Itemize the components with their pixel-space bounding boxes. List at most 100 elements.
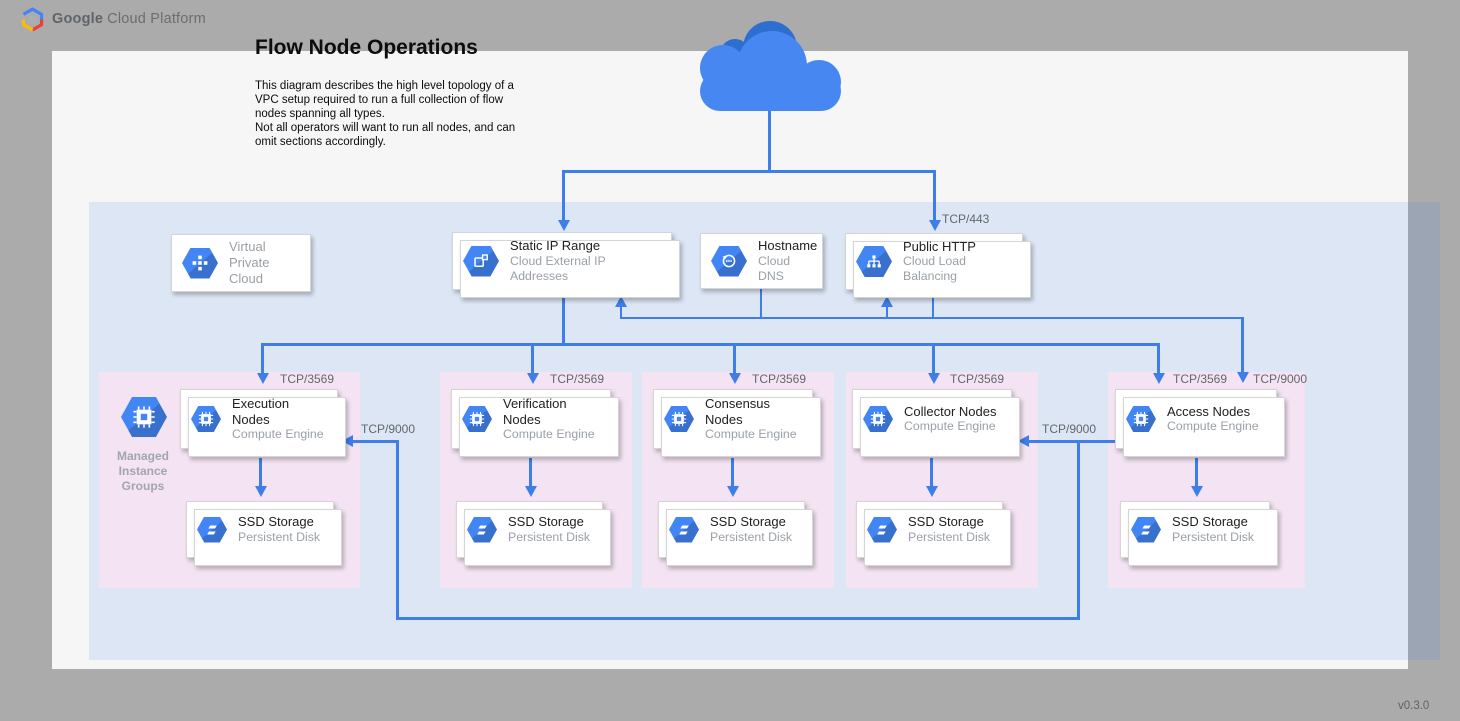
arrowhead-icon [342, 435, 353, 447]
brand-cloud-platform: Cloud Platform [107, 11, 206, 27]
card-title: Execution Nodes [232, 395, 290, 427]
element [867, 254, 881, 267]
element [872, 254, 876, 259]
element [1142, 525, 1151, 528]
element [722, 254, 736, 268]
element [722, 254, 736, 268]
element [877, 531, 886, 534]
card-title: Hostname [758, 238, 818, 254]
element [133, 406, 155, 428]
connector-line [562, 170, 936, 173]
card-title: SSD Storage [1172, 514, 1248, 530]
element [875, 416, 881, 422]
card-title: Consensus Nodes [705, 395, 771, 427]
managed-instance-groups-label: Managed Instance Groups [116, 449, 169, 493]
internet-cloud-icon [700, 21, 841, 111]
arrowhead-icon [558, 220, 570, 231]
element [867, 263, 881, 267]
element [21, 19, 34, 32]
card-subtitle: Compute Engine [503, 427, 595, 442]
element [728, 260, 730, 262]
element [31, 19, 44, 32]
persistent-disk-icon [467, 516, 497, 543]
card-title: SSD Storage [238, 514, 314, 530]
element [676, 416, 682, 422]
element [474, 257, 484, 267]
element [192, 255, 208, 271]
card-subtitle: Persistent Disk [1172, 529, 1255, 544]
persistent-disk-icon [1131, 516, 1161, 543]
page-title: Flow Node Operations [255, 36, 478, 59]
port-label-tcp9000-execution: TCP/9000 [361, 422, 416, 436]
arrowhead-icon [1237, 372, 1249, 383]
connector-line [1241, 317, 1244, 373]
compute-engine-icon [664, 406, 694, 432]
connector-line [1195, 458, 1198, 487]
element [469, 411, 485, 427]
element [198, 261, 202, 265]
element: Public HTTP Cloud Load Balancing [903, 239, 1012, 285]
version-label: v0.3.0 [1398, 700, 1430, 712]
connector-line [1077, 440, 1080, 620]
connector-line [932, 291, 934, 318]
arrowhead-icon [881, 296, 893, 307]
connector-line [768, 104, 771, 170]
element [877, 263, 881, 267]
cloud-dns-icon [711, 245, 747, 277]
element [877, 525, 887, 534]
port-label-tcp3569-collector: TCP/3569 [950, 372, 1005, 386]
element [679, 525, 689, 534]
connector-line [932, 343, 935, 374]
arrowhead-icon [1018, 435, 1029, 447]
vpc-icon [182, 247, 218, 279]
compute-engine-icon [1126, 406, 1156, 432]
connector-line [396, 440, 399, 620]
card-subtitle: Cloud Load Balancing [903, 254, 966, 284]
element [1141, 525, 1151, 534]
connector-line [1029, 440, 1116, 443]
element [1133, 411, 1149, 427]
card-subtitle: Cloud DNS [758, 253, 791, 283]
card-virtual-private-cloud: Virtual Private Cloud [171, 234, 311, 292]
element [478, 525, 487, 528]
element [679, 531, 688, 534]
connector-line [353, 440, 399, 443]
card-subtitle: Compute Engine [232, 427, 324, 442]
element [477, 525, 487, 534]
port-label-tcp443: TCP/443 [942, 212, 990, 226]
card-title: SSD Storage [710, 514, 786, 530]
element [203, 416, 209, 422]
card-title: SSD Storage [508, 514, 584, 530]
element [1133, 411, 1149, 427]
element [870, 411, 886, 427]
connector-line [261, 343, 1160, 346]
connector-line [261, 343, 264, 374]
element [730, 260, 732, 262]
element [133, 406, 155, 428]
element [198, 411, 214, 427]
connector-line [620, 306, 622, 318]
connector-line [886, 306, 888, 318]
element [868, 258, 880, 264]
port-label-tcp3569-verification: TCP/3569 [550, 372, 605, 386]
connector-line [259, 458, 262, 487]
connector-line [1157, 343, 1160, 374]
brand-google: Google [52, 11, 104, 27]
card-title: Public HTTP [903, 238, 976, 254]
arrowhead-icon [1153, 373, 1165, 384]
element [671, 411, 687, 427]
card-title: Verification Nodes [503, 395, 567, 427]
arrowhead-icon [928, 373, 940, 384]
port-label-tcp9000-access: TCP/9000 [1253, 372, 1308, 386]
element [192, 255, 208, 271]
element [726, 260, 728, 262]
